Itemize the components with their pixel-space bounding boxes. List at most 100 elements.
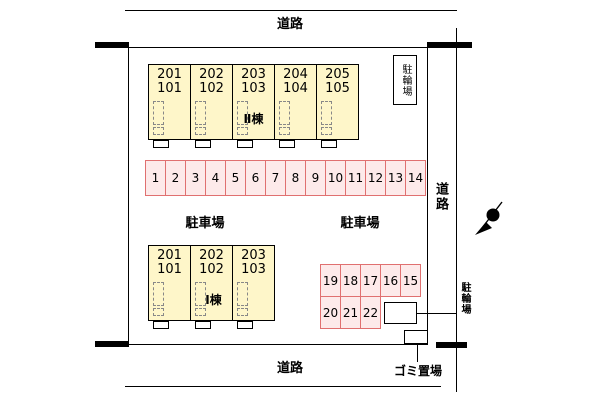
garbage-box [404,330,428,344]
building-1: 201 101 202 102 203 103 Ⅰ棟 [148,245,275,329]
road-label-top: 道路 [276,17,303,32]
unit-lower-number: 104 [283,81,308,96]
stairs-icon [153,308,164,316]
stairs-icon [279,127,290,135]
unit-upper-number: 202 [199,248,224,263]
stairs-icon [237,308,248,316]
unit-upper-number: 201 [157,248,182,263]
parking-lot-label-right: 駐車場 [340,216,380,231]
unit-lower-number: 103 [241,262,266,277]
wall-segment-top-left [95,42,129,48]
parking-space: 6 [245,160,266,196]
unit-upper-number: 203 [241,248,266,263]
unit-box: 203 103 [232,64,275,140]
unit-numbers: 203 103 [233,249,274,277]
stairs-icon [195,101,206,125]
unit-upper-number: 201 [157,67,182,82]
wall-segment-top-right [427,42,472,48]
stairs-icon [153,127,164,135]
unit-lower-number: 101 [157,262,182,277]
unit-upper-number: 203 [241,67,266,82]
stairs-icon [195,308,206,316]
entrance-step [321,140,337,148]
unit-numbers: 202 102 [191,249,232,277]
entrance-step [153,321,169,329]
bike-parking-label-right: 駐輪場 [459,282,470,315]
unit-lower-number: 105 [325,81,350,96]
unit-box: 205 105 [316,64,359,140]
entrance-step [195,140,211,148]
stairs-icon [237,282,248,306]
unit-upper-number: 204 [283,67,308,82]
road-edge-top [125,10,457,11]
parking-space: 7 [265,160,286,196]
stairs-icon [153,282,164,306]
parking-space: 8 [285,160,306,196]
parking-block-row1: 19 18 17 16 15 [320,264,421,297]
parking-space: 15 [400,264,421,297]
stairs-icon [153,101,164,125]
entrance-step [153,140,169,148]
unit-lower-number: 101 [157,81,182,96]
parking-row: 1 2 3 4 5 6 7 8 9 10 11 12 13 14 [145,160,426,196]
unit-box: 202 102 [190,245,233,321]
stairs-icon [321,101,332,125]
parking-space: 13 [385,160,406,196]
parking-space: 4 [205,160,226,196]
unit-box: 203 103 [232,245,275,321]
parking-space: 20 [320,296,341,329]
garbage-leader-line [417,344,418,362]
parking-space: 9 [305,160,326,196]
wall-segment-bottom-right [436,342,467,348]
entrance-step [279,140,295,148]
building-1-name: Ⅰ棟 [205,293,222,307]
unit-box: 202 102 [190,64,233,140]
parking-space: 3 [185,160,206,196]
garbage-label: ゴミ置場 [393,364,442,378]
unit-box: 201 101 [148,64,191,140]
unit-numbers: 201 101 [149,68,190,96]
stairs-icon [279,101,290,125]
parking-space: 21 [340,296,361,329]
parking-space: 11 [345,160,366,196]
unit-numbers: 202 102 [191,68,232,96]
entrance-step [195,321,211,329]
entrance-step [237,140,253,148]
building-2: 201 101 202 102 203 103 204 10 [148,64,359,148]
unit-numbers: 205 105 [317,68,358,96]
parking-space: 2 [165,160,186,196]
unit-lower-number: 102 [199,81,224,96]
stairs-icon [195,282,206,306]
road-edge-bottom [125,386,441,387]
unit-lower-number: 102 [199,262,224,277]
bike-parking-top-label: 駐輪場 [400,63,411,97]
bike-parking-leader-line [417,313,457,314]
parking-space: 10 [325,160,346,196]
wall-segment-bottom-left [95,341,129,347]
stairs-icon [321,127,332,135]
stairs-icon [237,127,248,135]
unit-numbers: 203 103 [233,68,274,96]
road-label-bottom: 道路 [276,361,303,376]
stairs-icon [237,101,248,125]
road-label-right: 道路 [433,182,448,212]
unit-upper-number: 205 [325,67,350,82]
north-arrow-icon [472,200,506,240]
parking-space: 18 [340,264,361,297]
parking-space: 1 [145,160,166,196]
road-edge-right [456,28,457,392]
unit-box: 201 101 [148,245,191,321]
parking-block-row2: 20 21 22 [320,296,421,329]
unit-upper-number: 202 [199,67,224,82]
parking-space: 16 [380,264,401,297]
parking-lot-label-left: 駐車場 [185,216,225,231]
building-2-name: Ⅱ棟 [243,112,264,126]
bike-parking-box-bottom [384,302,417,324]
unit-numbers: 201 101 [149,249,190,277]
parking-space: 19 [320,264,341,297]
parking-space: 22 [360,296,381,329]
stairs-icon [195,127,206,135]
unit-numbers: 204 104 [275,68,316,96]
parking-space: 5 [225,160,246,196]
